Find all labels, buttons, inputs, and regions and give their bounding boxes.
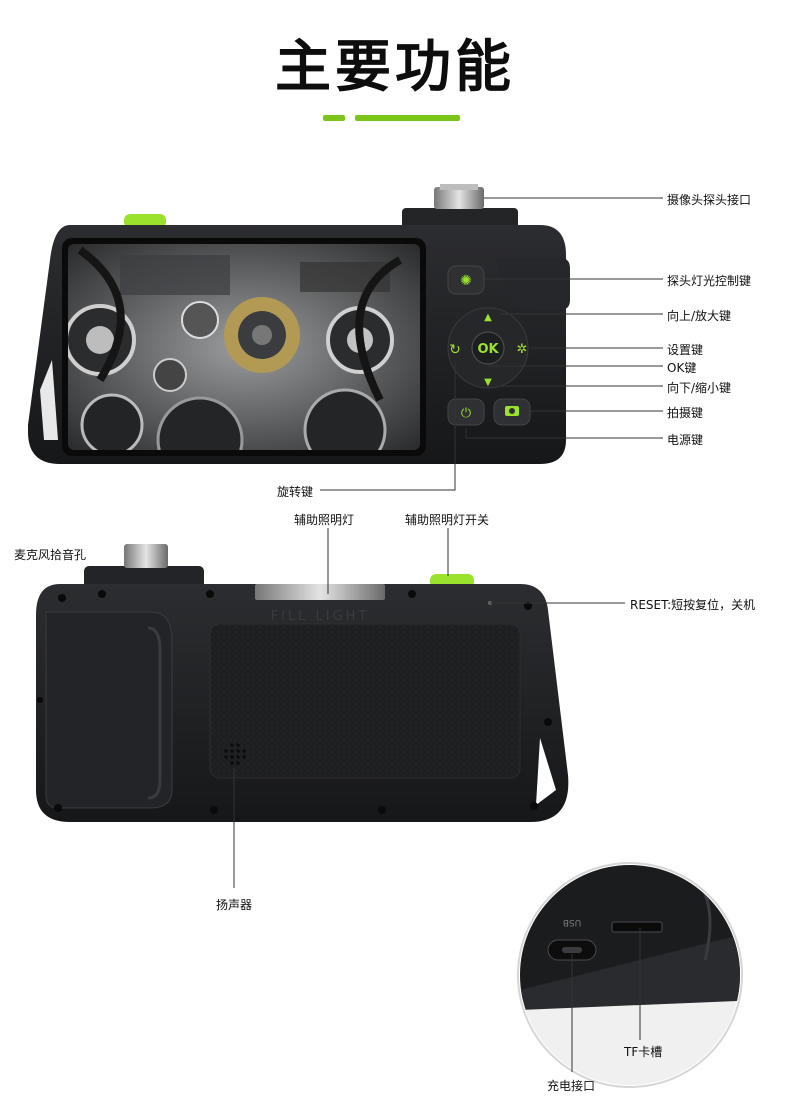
label-up-zoom-in: 向上/放大键 [667,309,732,323]
gear-icon: ✲ [517,342,528,357]
back-callout-lines [233,528,625,888]
tf-slot-icon [611,921,663,933]
label-light-control: 探头灯光控制键 [667,274,752,288]
light-control-button [447,265,485,295]
speaker-grille-icon [224,743,246,765]
label-capture: 拍摄键 [667,406,704,420]
up-arrow-icon: ▲ [484,312,492,323]
camera-port-icon [434,187,484,209]
usb-marking: USB [563,917,581,927]
label-down-zoom-out: 向下/缩小键 [667,381,732,395]
label-microphone: 麦克风拾音孔 [14,548,87,562]
label-charging-port: 充电接口 [547,1079,596,1093]
front-device: ✺ ▲ ▼ OK ✲ ↻ ⏻ [28,184,570,464]
power-button [447,398,485,426]
fill-light-marking: FILL LIGHT [271,609,370,624]
connector-icon [124,544,168,568]
label-reset: RESET:短按复位，关机 [630,598,756,612]
front-callout-lines [320,197,663,491]
label-speaker: 扬声器 [216,898,253,912]
strap-hole-icon [536,738,556,805]
rotate-icon: ↻ [449,342,461,358]
strap-hole-icon [40,360,58,440]
back-panel [209,623,521,779]
label-aux-light: 辅助照明灯 [294,513,355,527]
label-power: 电源键 [667,433,704,447]
top-button-icon [124,214,166,228]
page-title: 主要功能 [275,35,515,100]
label-camera-port: 摄像头探头接口 [667,193,752,207]
ok-button [471,331,505,365]
port-detail-view: USB [517,862,743,1088]
label-ok: OK键 [667,361,697,375]
title-accent-short [323,115,345,121]
power-icon: ⏻ [461,406,471,421]
fill-light-lamp [255,584,385,600]
sun-icon: ✺ [460,273,472,289]
label-settings: 设置键 [667,343,704,357]
down-arrow-icon: ▼ [484,377,492,388]
label-aux-light-switch: 辅助照明灯开关 [405,513,490,527]
title-accent-long [355,115,460,121]
detail-callout-lines [571,928,641,1072]
label-tf-slot: TF卡槽 [624,1045,663,1059]
screen-display [68,244,420,450]
back-device: FILL LIGHT [36,544,569,822]
label-rotate: 旋转键 [277,485,314,499]
ok-button-text: OK [477,342,499,357]
